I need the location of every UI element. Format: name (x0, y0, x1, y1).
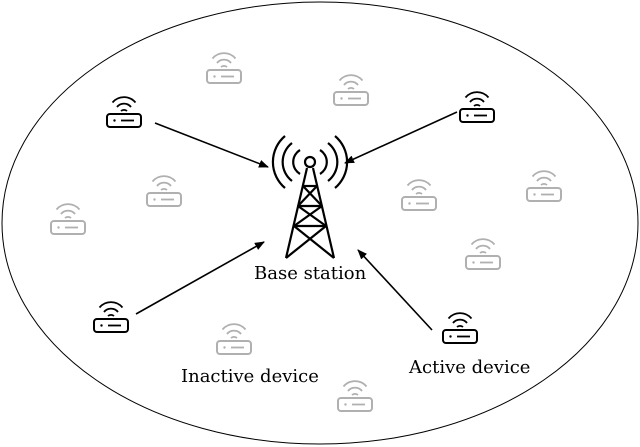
wifi-router-icon (106, 96, 142, 128)
uplink-arrow (154, 122, 269, 168)
inactive-device-label: Inactive device (181, 366, 319, 387)
wifi-router-icon (337, 380, 373, 412)
wifi-router-icon (146, 175, 182, 207)
cell-tower-icon (271, 135, 349, 259)
active-device-label: Active device (409, 357, 531, 378)
wifi-router-icon (216, 323, 252, 355)
wifi-router-icon (93, 301, 129, 333)
wifi-router-icon (526, 170, 562, 202)
uplink-arrows (135, 111, 458, 331)
wifi-router-icon (459, 91, 495, 123)
base-station-label: Base station (254, 263, 367, 284)
wifi-router-icon (465, 238, 501, 270)
uplink-arrow (344, 111, 458, 164)
wifi-router-icon (206, 52, 242, 84)
uplink-arrow (135, 241, 265, 315)
wifi-router-icon (50, 203, 86, 235)
wifi-router-icon (401, 179, 437, 211)
active-devices (93, 91, 495, 344)
uplink-arrow (357, 249, 433, 331)
wifi-router-icon (442, 312, 478, 344)
wifi-router-icon (333, 74, 369, 106)
